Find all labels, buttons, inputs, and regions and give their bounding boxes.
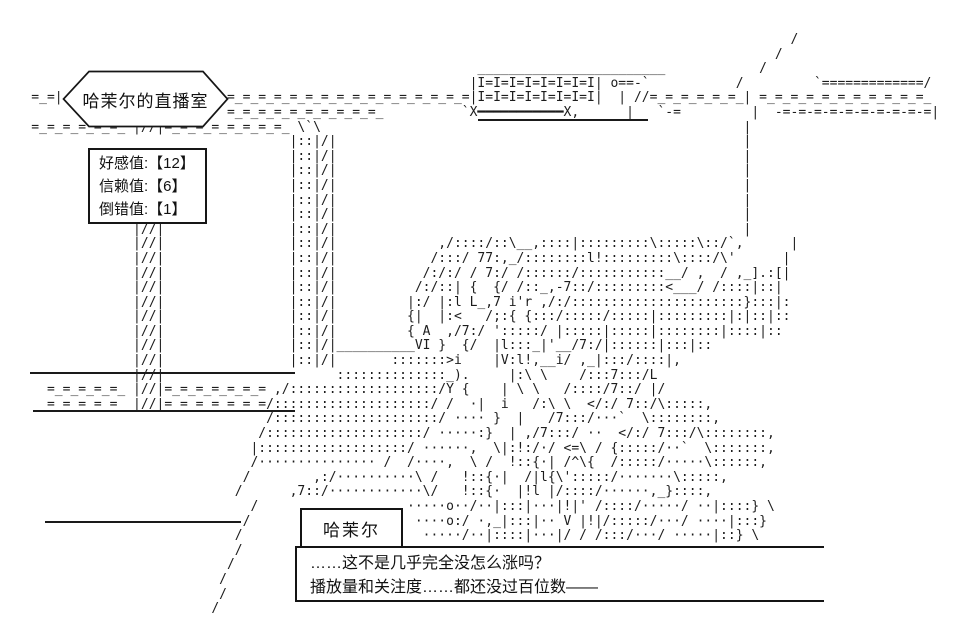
bottom-left-line bbox=[45, 521, 241, 523]
stat-favor: 好感值:【12】 bbox=[99, 155, 195, 172]
broadcast-room-sign: 哈茉尔的直播室 bbox=[62, 70, 229, 128]
stats-box: 好感值:【12】 信赖值:【6】 倒错值:【1】 bbox=[88, 148, 207, 224]
ground-line-bottom bbox=[33, 410, 295, 412]
fence-underline bbox=[478, 119, 648, 121]
dialog-line-2: 播放量和关注度……都还没过百位数—— bbox=[310, 579, 599, 596]
dialog-text-box[interactable]: ……这不是几乎完全没怎么涨吗？ 播放量和关注度……都还没过百位数—— bbox=[295, 546, 824, 602]
dialog-speaker: 哈茉尔 bbox=[323, 520, 380, 540]
ground-line-top bbox=[30, 372, 295, 374]
stat-trust: 信赖值:【6】 bbox=[99, 178, 187, 195]
sign-hexagon-border bbox=[62, 70, 229, 128]
dialog-name-box: 哈茉尔 bbox=[300, 508, 403, 548]
dialog-line-1: ……这不是几乎完全没怎么涨吗？ bbox=[310, 555, 551, 572]
sign-label: 哈茉尔的直播室 bbox=[82, 91, 209, 111]
stat-perversion: 倒错值:【1】 bbox=[99, 201, 187, 218]
ascii-art-background: / / ________________________ bbox=[31, 32, 940, 617]
